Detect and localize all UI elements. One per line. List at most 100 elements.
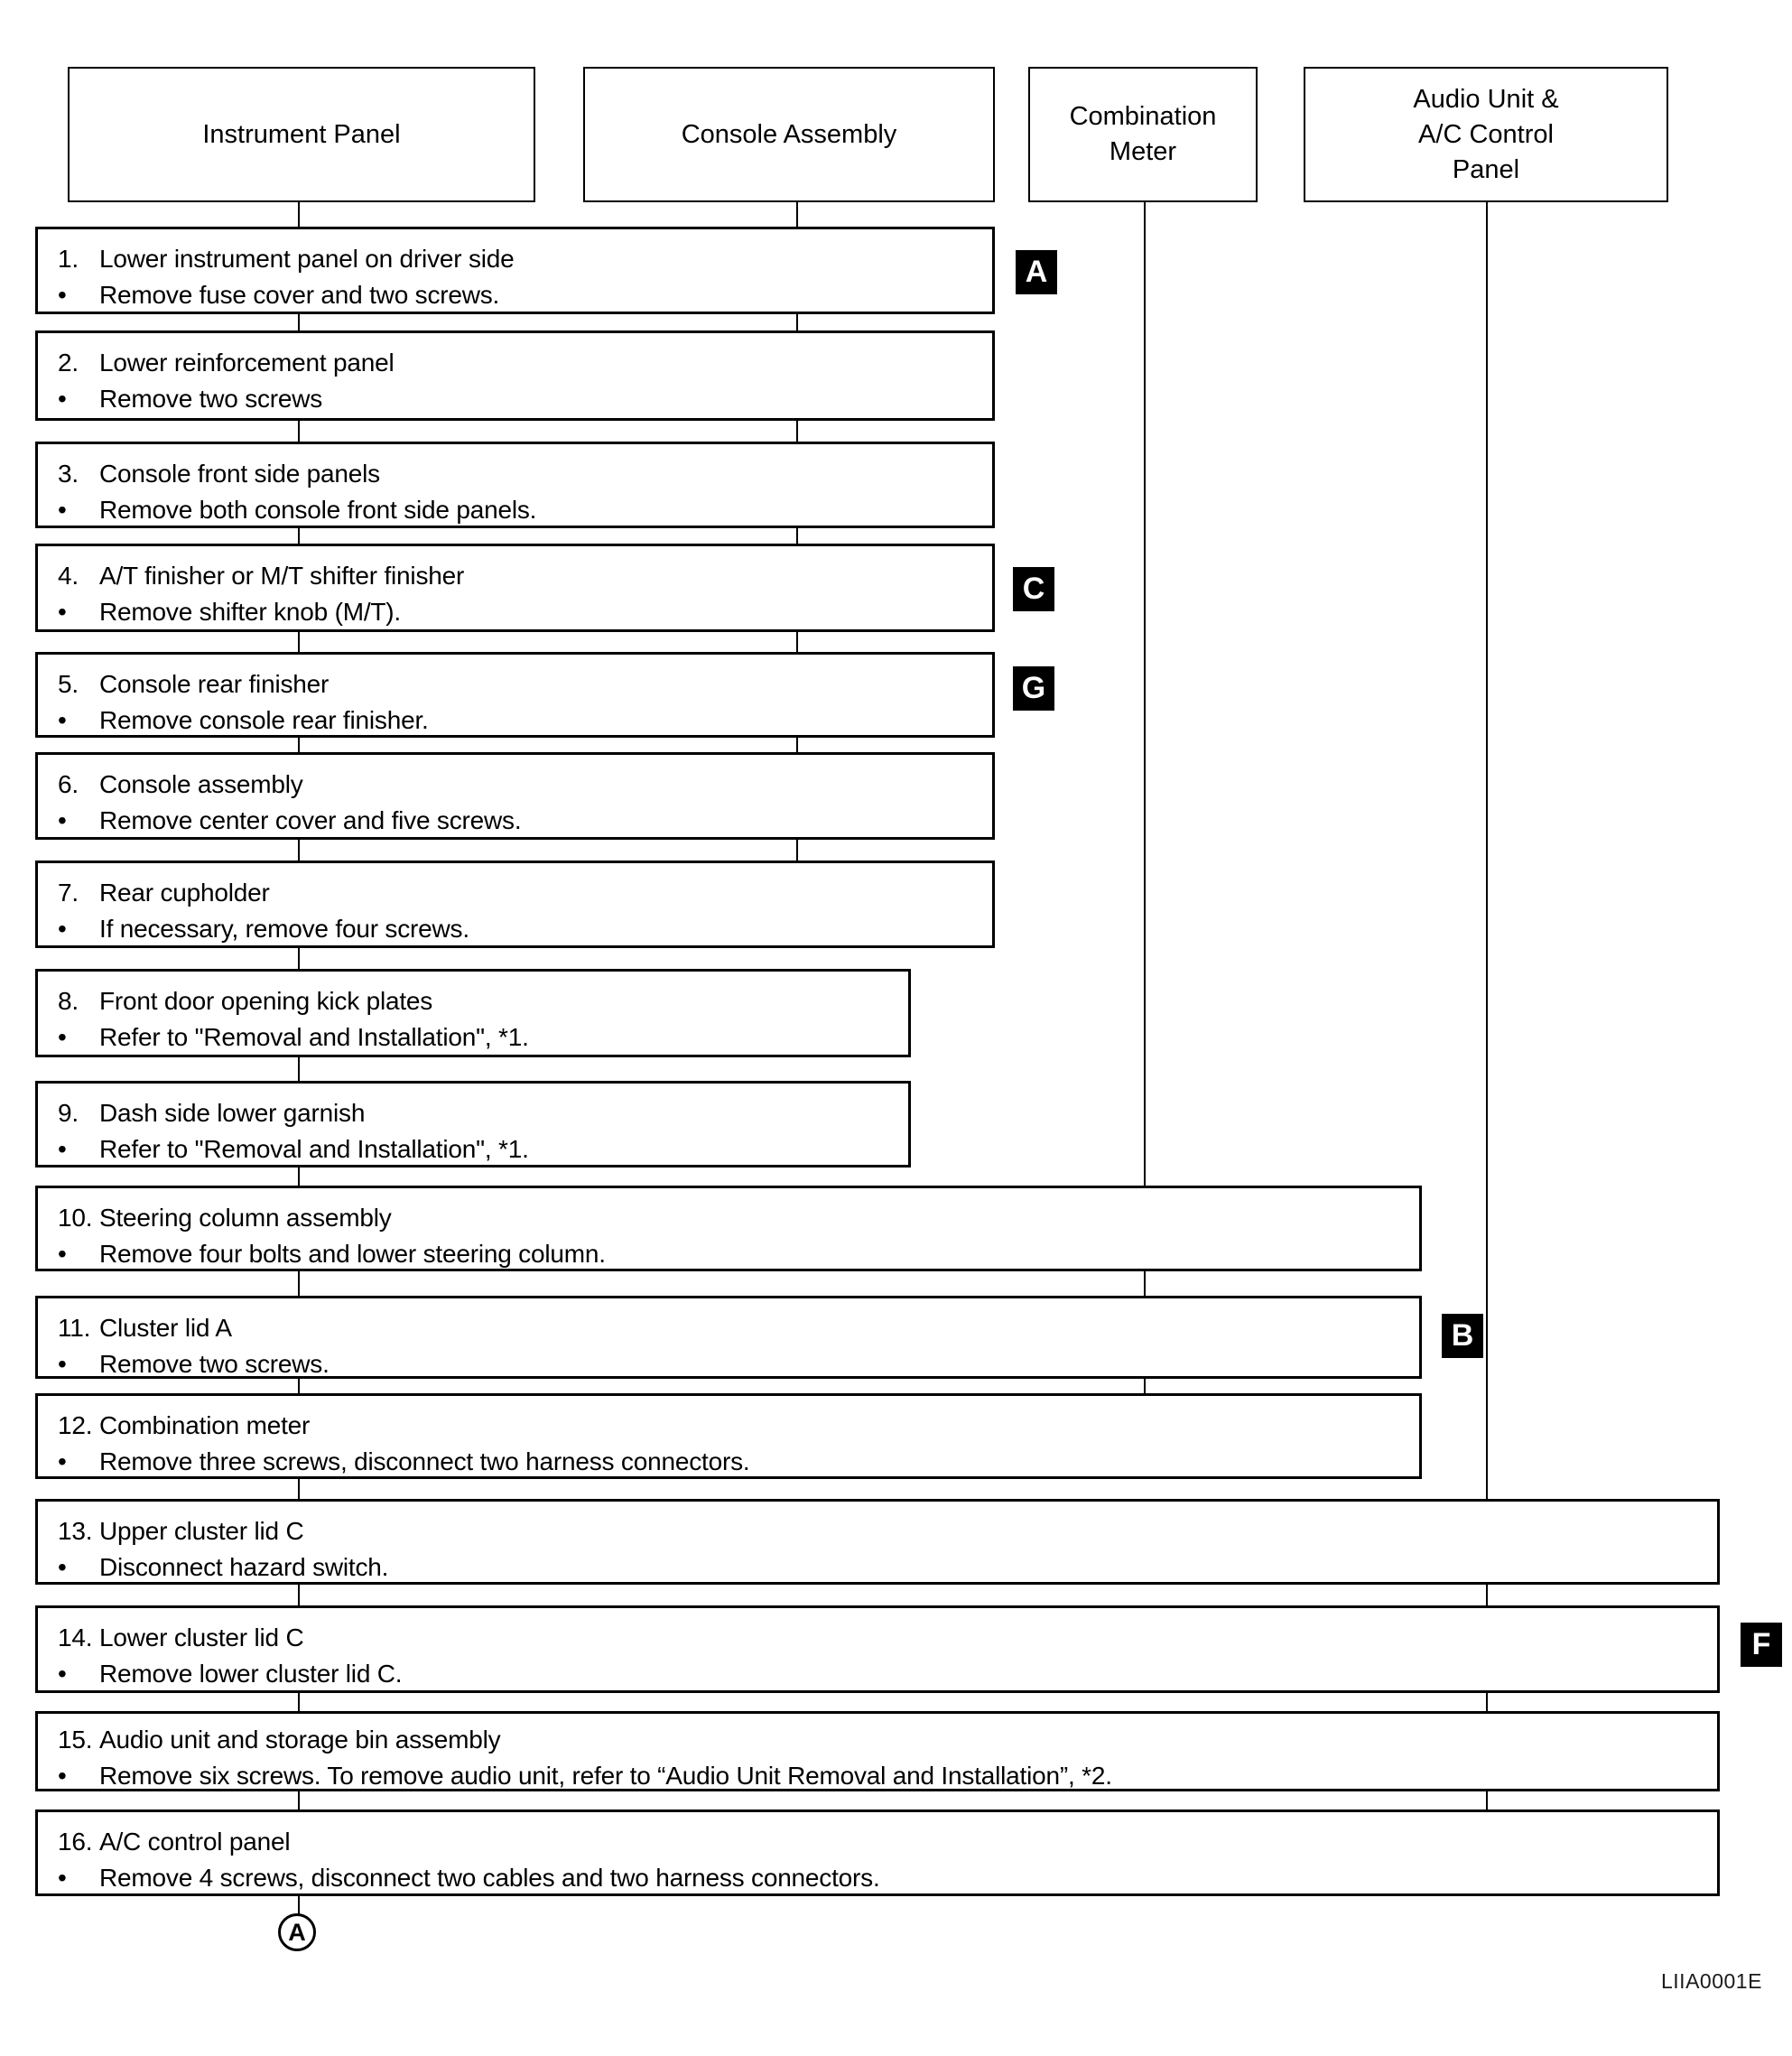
header-audio-ac-panel: Audio Unit & A/C Control Panel	[1304, 67, 1668, 202]
step-bullet: •Remove 4 screws, disconnect two cables …	[58, 1860, 1708, 1896]
bullet-icon: •	[58, 1762, 67, 1790]
step-number: 7.	[58, 879, 79, 907]
step-title: 15.Audio unit and storage bin assembly	[58, 1722, 1708, 1758]
header-console-assembly: Console Assembly	[583, 67, 995, 202]
step-bullet: •If necessary, remove four screws.	[58, 911, 983, 947]
header-instrument-panel: Instrument Panel	[68, 67, 535, 202]
step-bullet: •Refer to "Removal and Installation", *1…	[58, 1019, 899, 1056]
step-bullet: •Remove both console front side panels.	[58, 492, 983, 528]
header-combination-meter: Combination Meter	[1028, 67, 1258, 202]
step-number: 5.	[58, 670, 79, 698]
step-bullet: •Remove two screws.	[58, 1346, 1410, 1382]
step-title: 2.Lower reinforcement panel	[58, 345, 983, 381]
step-bullet: •Refer to "Removal and Installation", *1…	[58, 1131, 899, 1168]
step-number: 10.	[58, 1204, 93, 1232]
step-title: 12.Combination meter	[58, 1408, 1410, 1444]
step-bullet: •Remove fuse cover and two screws.	[58, 277, 983, 313]
step-title: 8.Front door opening kick plates	[58, 983, 899, 1019]
step-title: 4.A/T finisher or M/T shifter finisher	[58, 558, 983, 594]
step-title: 16.A/C control panel	[58, 1824, 1708, 1860]
bullet-icon: •	[58, 915, 67, 943]
step-number: 14.	[58, 1623, 93, 1651]
connector-segment	[1486, 1693, 1488, 1711]
connector-segment	[298, 1271, 300, 1296]
step-number: 15.	[58, 1726, 93, 1754]
step-bullet: •Remove shifter knob (M/T).	[58, 594, 983, 630]
step-bullet: •Remove six screws. To remove audio unit…	[58, 1758, 1708, 1794]
step-box-4: 4.A/T finisher or M/T shifter finisher •…	[35, 544, 995, 632]
tag-B: B	[1442, 1314, 1483, 1358]
end-connector-A: A	[278, 1913, 316, 1951]
connector-segment	[298, 948, 300, 969]
step-title: 9.Dash side lower garnish	[58, 1095, 899, 1131]
step-title: 13.Upper cluster lid C	[58, 1513, 1708, 1549]
bullet-icon: •	[58, 1447, 67, 1475]
step-bullet: •Remove lower cluster lid C.	[58, 1656, 1708, 1692]
bullet-icon: •	[58, 1240, 67, 1268]
connector-segment	[298, 421, 300, 442]
tag-G: G	[1013, 666, 1054, 711]
step-number: 3.	[58, 460, 79, 488]
step-number: 6.	[58, 770, 79, 798]
step-title: 11.Cluster lid A	[58, 1310, 1410, 1346]
connector-segment	[796, 738, 798, 752]
step-number: 2.	[58, 349, 79, 377]
step-bullet: •Remove four bolts and lower steering co…	[58, 1236, 1410, 1272]
step-number: 16.	[58, 1828, 93, 1856]
step-number: 1.	[58, 245, 79, 273]
connector-segment	[796, 202, 798, 227]
connector-segment	[298, 1585, 300, 1605]
step-title: 7.Rear cupholder	[58, 875, 983, 911]
step-box-10: 10.Steering column assembly •Remove four…	[35, 1186, 1422, 1271]
step-box-2: 2.Lower reinforcement panel •Remove two …	[35, 330, 995, 421]
connector-segment	[796, 314, 798, 330]
tag-C: C	[1013, 567, 1054, 611]
step-box-11: 11.Cluster lid A •Remove two screws.	[35, 1296, 1422, 1379]
connector-segment	[298, 1693, 300, 1711]
connector-segment	[796, 421, 798, 442]
step-box-14: 14.Lower cluster lid C •Remove lower clu…	[35, 1605, 1720, 1693]
step-number: 11.	[58, 1314, 91, 1342]
step-title: 14.Lower cluster lid C	[58, 1620, 1708, 1656]
step-title: 3.Console front side panels	[58, 456, 983, 492]
connector-segment	[1144, 202, 1146, 1186]
step-bullet: •Remove three screws, disconnect two har…	[58, 1444, 1410, 1480]
step-bullet: •Remove console rear finisher.	[58, 702, 983, 739]
connector-segment	[1486, 1791, 1488, 1809]
connector-segment	[1144, 1271, 1146, 1296]
bullet-icon: •	[58, 806, 67, 834]
bullet-icon: •	[58, 706, 67, 734]
connector-segment	[298, 202, 300, 227]
connector-segment	[298, 738, 300, 752]
step-number: 13.	[58, 1517, 93, 1545]
step-box-13: 13.Upper cluster lid C •Disconnect hazar…	[35, 1499, 1720, 1585]
bullet-icon: •	[58, 1864, 67, 1892]
step-box-7: 7.Rear cupholder •If necessary, remove f…	[35, 861, 995, 948]
step-title: 6.Console assembly	[58, 767, 983, 803]
step-number: 12.	[58, 1411, 93, 1439]
tag-F: F	[1741, 1623, 1782, 1667]
connector-segment	[298, 1168, 300, 1186]
connector-segment	[796, 632, 798, 652]
bullet-icon: •	[58, 496, 67, 524]
bullet-icon: •	[58, 1023, 67, 1051]
bullet-icon: •	[58, 1553, 67, 1581]
connector-segment	[1486, 1585, 1488, 1605]
bullet-icon: •	[58, 1350, 67, 1378]
step-bullet: •Disconnect hazard switch.	[58, 1549, 1708, 1586]
bullet-icon: •	[58, 1135, 67, 1163]
bullet-icon: •	[58, 1660, 67, 1688]
connector-segment	[298, 840, 300, 861]
connector-segment	[298, 1791, 300, 1809]
step-box-1: 1.Lower instrument panel on driver side …	[35, 227, 995, 314]
connector-segment	[298, 314, 300, 330]
connector-segment	[796, 840, 798, 861]
bullet-icon: •	[58, 281, 67, 309]
step-box-15: 15.Audio unit and storage bin assembly •…	[35, 1711, 1720, 1791]
connector-segment	[298, 528, 300, 544]
connector-segment	[1144, 1379, 1146, 1393]
step-box-8: 8.Front door opening kick plates •Refer …	[35, 969, 911, 1057]
step-number: 9.	[58, 1099, 79, 1127]
connector-segment	[298, 632, 300, 652]
